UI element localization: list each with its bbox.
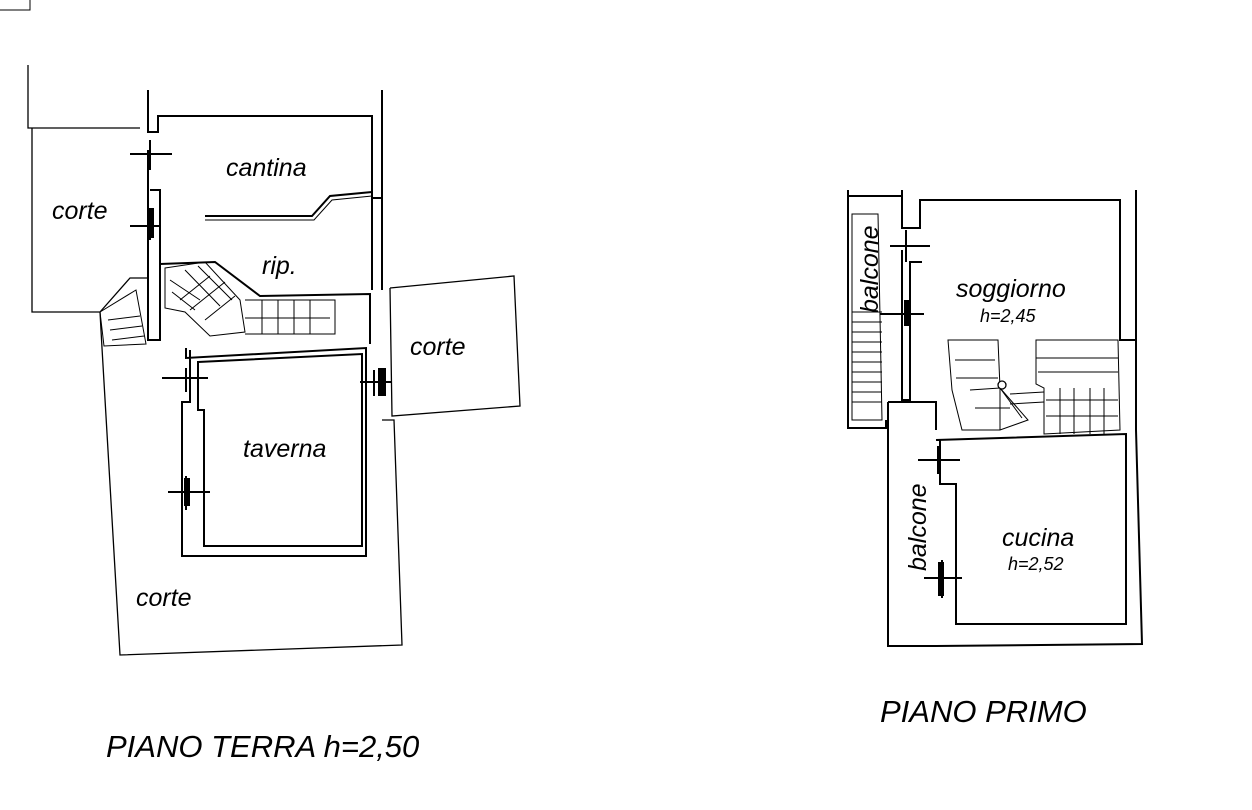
first-floor-title: PIANO PRIMO <box>880 694 1087 729</box>
cantina-partition-2 <box>205 195 373 221</box>
soggiorno-height: h=2,45 <box>980 306 1037 326</box>
room-label-balcone-upper: balcone <box>856 225 884 313</box>
corte-south-outline <box>99 311 403 656</box>
rip-right-wall <box>371 198 383 290</box>
ground-floor-plan <box>27 65 521 656</box>
corte-west-outline <box>27 65 148 313</box>
room-label-cucina: cucina <box>1002 524 1074 552</box>
cantina-walls <box>147 90 383 199</box>
ground-stairs <box>99 261 336 347</box>
room-label-ripostiglio: rip. <box>262 252 297 280</box>
soggiorno-walls <box>901 190 1137 341</box>
balcone-lower-outline <box>887 401 937 647</box>
room-label-balcone-lower: balcone <box>904 483 932 571</box>
taverna-walls-inner <box>197 352 363 547</box>
cantina-walls-inner <box>147 150 161 341</box>
cucina-height: h=2,52 <box>1008 554 1064 574</box>
ground-floor-title: PIANO TERRA h=2,50 <box>106 729 419 764</box>
taverna-walls <box>181 346 367 557</box>
first-floor-plan <box>847 190 1144 647</box>
ground-openings <box>130 140 392 510</box>
cucina-outer-walls <box>935 340 1144 647</box>
corner-mark <box>0 0 31 11</box>
cantina-partition <box>205 191 373 217</box>
room-label-cantina: cantina <box>226 154 307 182</box>
room-label-corte-east: corte <box>410 333 466 361</box>
first-openings <box>880 230 962 598</box>
room-label-taverna: taverna <box>243 435 326 463</box>
rip-wall <box>159 260 371 344</box>
soggiorno-inner-left <box>901 250 922 401</box>
room-label-corte-west: corte <box>52 197 108 225</box>
corte-east-outline <box>389 275 521 417</box>
room-label-soggiorno: soggiorno <box>956 275 1066 303</box>
first-stairs <box>851 213 1121 435</box>
room-label-corte-south: corte <box>136 584 192 612</box>
cucina-walls <box>935 432 1127 625</box>
